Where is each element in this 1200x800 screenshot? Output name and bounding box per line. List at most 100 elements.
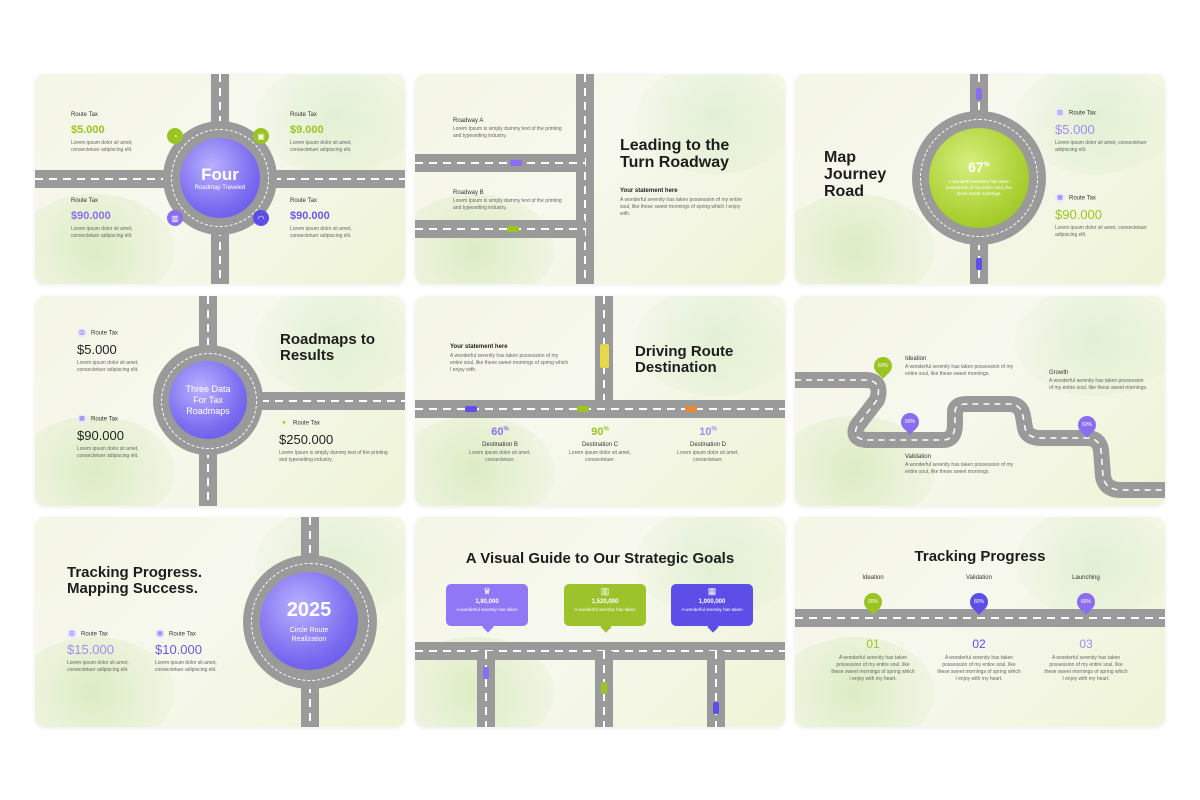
slide-winding-road[interactable]: 60% 60% 60% Ideation A wonderful serenit… xyxy=(795,296,1165,506)
goal-desc: A wonderful serenity has taken xyxy=(456,607,518,612)
center-percent: 67 xyxy=(968,159,984,175)
goal-value: 1,520,000 xyxy=(591,599,619,605)
slide-title: Leading to the Turn Roadway xyxy=(620,137,730,171)
calendar-icon: ▦ xyxy=(1055,193,1065,203)
goal-value: 1,80,000 xyxy=(475,599,499,605)
stage-desc: A wonderful serenity has taken possessio… xyxy=(937,655,1021,682)
roadway-b-label: Roadway B xyxy=(453,190,484,196)
stage-name: Ideation xyxy=(862,575,884,581)
dest-desc: Lorem ipsum dolor sit amet, consectetuer… xyxy=(569,450,631,463)
winding-road xyxy=(795,372,1165,498)
bar-chart-icon: ▥ xyxy=(600,586,610,596)
goal-bubble: ♛ 1,80,000 A wonderful serenity has take… xyxy=(446,584,528,626)
item-desc: Lorem ipsum dolor sit amet, consectetuer… xyxy=(77,446,139,459)
slide-title: Map Journey Road xyxy=(824,149,887,200)
center-circle: 2025 Circle Route Realization xyxy=(260,572,358,670)
slide-turn-roadway[interactable]: Roadway A Lorem Ipsum is simply dummy te… xyxy=(415,74,785,284)
car-purple xyxy=(976,88,982,100)
slide-title: Roadmaps to Results xyxy=(280,331,376,364)
car-blue xyxy=(976,258,982,270)
goal-desc: A wonderful serenity has taken xyxy=(681,607,743,612)
slide-driving-route[interactable]: Your statement here A wonderful serenity… xyxy=(415,296,785,506)
center-text: Three Data For Tax Roadmaps xyxy=(185,383,231,416)
slide-tracking-progress[interactable]: Tracking Progress Ideation Validation La… xyxy=(795,517,1165,727)
goal-value: 1,000,000 xyxy=(698,599,726,605)
item-value: $90.000 xyxy=(1055,207,1102,222)
dest-name: Destination C xyxy=(581,442,619,448)
dest-percent: 60 xyxy=(491,426,504,438)
item-desc: Lorem ipsum dolor sit amet, consectetuer… xyxy=(77,360,139,373)
item-value: $10.000 xyxy=(155,642,202,657)
dest-percent: 90 xyxy=(591,426,604,438)
item-desc: Lorem Ipsum is simply dummy text of the … xyxy=(279,450,388,463)
percent-unit: % xyxy=(711,426,717,433)
stage-pin: 60% xyxy=(870,353,896,379)
dest-percent: 10 xyxy=(699,426,712,438)
item-value: $90.000 xyxy=(77,428,124,443)
item-label: Route Tax xyxy=(71,112,98,118)
item-label: Route Tax xyxy=(91,330,118,337)
car-purple xyxy=(510,160,522,166)
car-blue xyxy=(465,406,477,412)
stage-desc: A wonderful serenity has taken possessio… xyxy=(905,364,1014,377)
calendar-icon: ▦ xyxy=(155,629,165,639)
stage-pin: 60% xyxy=(897,409,923,435)
car-yellow xyxy=(600,344,609,368)
chart-icon: ▥ xyxy=(67,629,77,639)
center-subtitle: Roadmap Traveled xyxy=(194,185,246,191)
item-value: $9.000 xyxy=(290,124,324,136)
roundabout-dash xyxy=(161,353,257,449)
slide-2025-route[interactable]: 2025 Circle Route Realization Tracking P… xyxy=(35,517,405,727)
center-desc: A wonderful serenity has taken possessio… xyxy=(945,179,1013,196)
car-green xyxy=(577,406,589,412)
headset-icon: ◠ xyxy=(253,210,269,226)
bag-icon: ▣ xyxy=(253,128,269,144)
car-blue xyxy=(713,702,719,714)
percent-unit: % xyxy=(503,426,509,433)
percent-unit: % xyxy=(603,426,609,433)
item-label: Route Tax xyxy=(169,631,196,638)
calendar-icon: ▦ xyxy=(707,586,717,596)
chart-icon: ▥ xyxy=(77,328,87,338)
center-circle: Four Roadmap Traveled xyxy=(180,138,260,218)
bar-chart-icon: ▥ xyxy=(167,210,183,226)
slide-roadmaps-results[interactable]: Three Data For Tax Roadmaps Roadmaps to … xyxy=(35,296,405,506)
stage-name: Validation xyxy=(966,575,992,581)
item-desc: Lorem ipsum dolor sit amet, consectetuer… xyxy=(1055,140,1147,153)
goal-bubble: ▦ 1,000,000 A wonderful serenity has tak… xyxy=(671,584,753,626)
roadway-b-desc: Lorem Ipsum is simply dummy text of the … xyxy=(453,198,562,211)
statement-desc: A wonderful serenity has taken possessio… xyxy=(450,353,569,373)
road-horizontal-a xyxy=(415,154,585,172)
slide-title: A Visual Guide to Our Strategic Goals xyxy=(465,550,735,567)
item-desc: Lorem ipsum dolor sit amet, consectetuer… xyxy=(71,226,133,239)
item-label: Route Tax xyxy=(293,420,320,427)
goal-desc: A wonderful serenity has taken xyxy=(574,607,636,612)
slide-map-journey[interactable]: 67% A wonderful serenity has taken posse… xyxy=(795,74,1165,284)
slide-strategic-goals[interactable]: A Visual Guide to Our Strategic Goals ♛ … xyxy=(415,517,785,727)
stage-pin: 80% xyxy=(966,589,992,615)
car-green xyxy=(507,226,519,232)
road-vertical xyxy=(576,74,594,284)
center-year: 2025 xyxy=(286,598,332,621)
roundabout-dash xyxy=(251,563,369,681)
item-value: $5.000 xyxy=(1055,122,1095,137)
item-label: Route Tax xyxy=(1069,195,1096,202)
center-subtitle: Circle Route Realization xyxy=(289,626,329,643)
item-value: $90.000 xyxy=(290,210,330,222)
percent-unit: % xyxy=(983,161,990,169)
center-circle: Three Data For Tax Roadmaps xyxy=(169,361,247,439)
item-value: $5.000 xyxy=(71,124,105,136)
item-label: Route Tax xyxy=(1069,110,1096,117)
calendar-icon: ▦ xyxy=(77,414,87,424)
dest-desc: Lorem ipsum dolor sit amet, consectetuer… xyxy=(677,450,739,463)
item-value: $90.000 xyxy=(71,210,111,222)
chart-icon: ▥ xyxy=(1055,108,1065,118)
roadway-a-label: Roadway A xyxy=(453,118,484,124)
road-vertical-1 xyxy=(477,651,495,727)
stage-number: 01 xyxy=(866,637,880,651)
chart-icon: ◔ xyxy=(167,128,183,144)
stage-number: 03 xyxy=(1079,637,1093,651)
slide-four-roadmap[interactable]: Four Roadmap Traveled ◔ ▣ ▥ ◠ Route Tax … xyxy=(35,74,405,284)
item-desc: Lorem ipsum dolor sit amet, consectetuer… xyxy=(290,140,352,153)
statement-heading: Your statement here xyxy=(620,188,678,194)
